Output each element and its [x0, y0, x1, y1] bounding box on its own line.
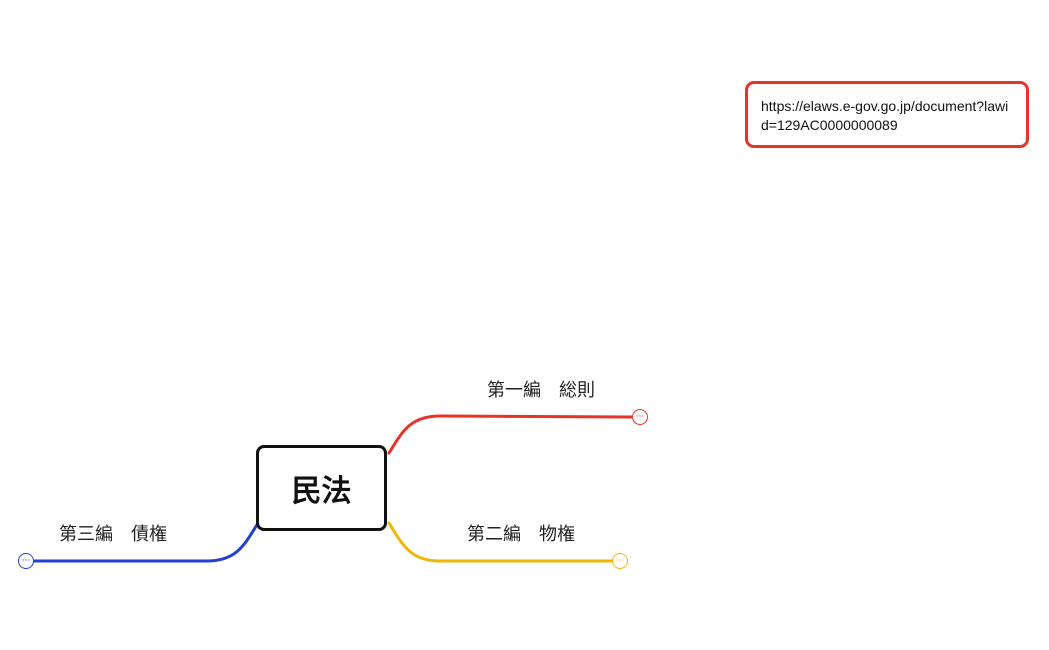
ellipsis-icon: ··· [21, 555, 31, 566]
collapse-toggle-book2[interactable]: ··· [612, 553, 628, 569]
root-topic-label: 民法 [291, 474, 352, 509]
ellipsis-icon: ··· [615, 555, 625, 566]
topic-book2[interactable]: 第二編 物権 [467, 524, 575, 545]
branch-line-book3 [32, 521, 260, 563]
root-topic[interactable]: 民法 [256, 445, 387, 531]
topic-book1[interactable]: 第一編 総則 [487, 380, 595, 401]
collapse-toggle-book1[interactable]: ··· [632, 409, 648, 425]
collapse-toggle-book3[interactable]: ··· [18, 553, 34, 569]
topic-book3[interactable]: 第三編 債権 [59, 524, 167, 545]
branch-line-book2 [387, 521, 614, 563]
link-note[interactable]: https://elaws.e-gov.go.jp/document?lawid… [745, 81, 1029, 148]
branch-line-book1 [387, 414, 634, 455]
ellipsis-icon: ··· [635, 411, 645, 422]
